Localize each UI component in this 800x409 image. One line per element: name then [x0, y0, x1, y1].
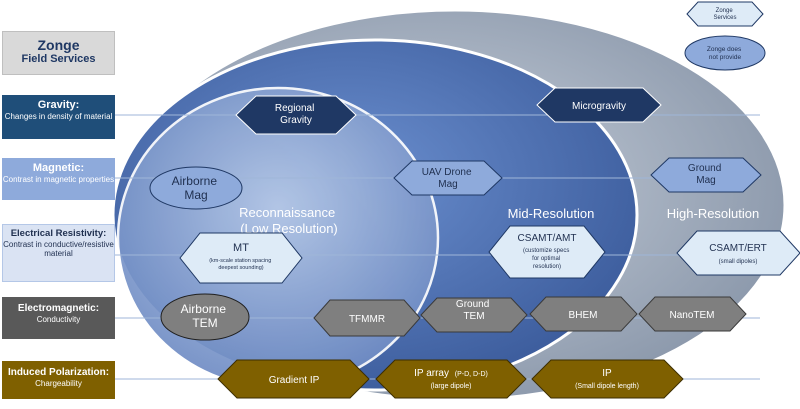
- regional-gravity-hex: [235, 95, 357, 135]
- svg-text:(customize specs for opt: (customize specs for optimal resolution): [523, 248, 571, 270]
- em-row: TFMMR Ground TEM BHEM NanoTEM Airborne T…: [160, 293, 747, 341]
- svg-text:Zonge does not provide: Zonge does not provide: [707, 46, 743, 61]
- em-subtitle: Conductivity: [36, 314, 81, 324]
- bhem-hex: [529, 296, 638, 332]
- gravity-subtitle: Changes in density of material: [4, 111, 113, 121]
- zonge-title-box: Zonge Field Services: [2, 31, 115, 75]
- csamt-ert-note: (small dipoles): [719, 259, 758, 265]
- ip-array-note: (large dipole): [431, 383, 472, 390]
- nanotem-label: NanoTEM: [669, 310, 714, 321]
- gravity-row: Regional Gravity Microgravity: [235, 87, 662, 135]
- region-label-mid: Mid-Resolution: [508, 206, 595, 221]
- gravity-box: Gravity: Changes in density of material: [2, 95, 115, 139]
- nanotem-hex: [638, 296, 747, 332]
- region-label-reconnaissance: Reconnaissance (Low Resolution): [239, 205, 339, 236]
- resistivity-subtitle: Contrast in conductive/resistive materia…: [3, 239, 114, 259]
- zonge-title-line2: Field Services: [21, 53, 96, 66]
- csamt-ert-title: CSAMT/ERT: [709, 243, 767, 254]
- csamt-ert-hex: [676, 230, 800, 276]
- legend-not-provide-ellipse: [684, 35, 766, 71]
- ip-subtitle-left: Chargeability: [35, 378, 82, 388]
- microgravity-label: Microgravity: [572, 101, 626, 112]
- svg-text:Ground TEM: Ground TEM: [456, 299, 492, 322]
- mt-hex: [179, 232, 303, 284]
- legend: Zonge Services Zonge does not provide: [684, 1, 766, 71]
- resistivity-title: Electrical Resistivity:: [10, 228, 107, 239]
- svg-text:IP array (P-D, D-D): IP array (P-D, D-D): [414, 368, 488, 379]
- gradient-ip-label: Gradient IP: [269, 375, 320, 386]
- svg-text:Airborne Mag: Airborne Mag: [172, 174, 221, 202]
- resistivity-row: MT (km-scale station spacing deepest sou…: [179, 225, 800, 284]
- ip-title: IP: [602, 368, 612, 379]
- ground-mag-hex: [650, 157, 762, 193]
- ip-note: (Small dipole length): [575, 383, 639, 390]
- zonge-title-line1: Zonge: [37, 37, 80, 53]
- region-labels: Reconnaissance (Low Resolution) Mid-Reso…: [239, 205, 759, 236]
- csamt-amt-hex: [488, 225, 606, 279]
- csamt-amt-title: CSAMT/AMT: [518, 233, 577, 244]
- magnetic-subtitle: Contrast in magnetic properties: [2, 174, 115, 184]
- svg-text:Regional Gravity: Regional Gravity: [275, 103, 317, 126]
- ip-hex: [531, 359, 684, 399]
- ip-box: Induced Polarization: Chargeability: [2, 361, 115, 399]
- legend-services-hex: [686, 1, 764, 27]
- tfmmr-label: TFMMR: [349, 314, 385, 325]
- gravity-title: Gravity:: [37, 99, 80, 111]
- resistivity-box: Electrical Resistivity: Contrast in cond…: [2, 224, 115, 282]
- magnetic-title: Magnetic:: [32, 162, 85, 174]
- ip-title-left: Induced Polarization:: [7, 367, 110, 378]
- region-label-high: High-Resolution: [667, 206, 760, 221]
- ip-array-hex: [375, 359, 527, 399]
- microgravity-hex: [536, 87, 662, 123]
- airborne-tem-ellipse: [160, 293, 250, 341]
- magnetic-row: Airborne Mag UAV Drone Mag Ground Mag: [149, 157, 762, 210]
- svg-text:(km-scale station spacing: (km-scale station spacing deepest soundi…: [209, 258, 273, 271]
- svg-text:Zonge Services: Zonge Services: [713, 8, 736, 21]
- mt-title: MT: [233, 242, 249, 254]
- em-box: Electromagnetic: Conductivity: [2, 297, 115, 339]
- svg-text:UAV Drone Mag: UAV Drone Mag: [422, 167, 475, 190]
- uav-drone-mag-hex: [393, 160, 503, 196]
- svg-text:Ground Mag: Ground Mag: [688, 163, 724, 186]
- magnetic-box: Magnetic: Contrast in magnetic propertie…: [2, 158, 115, 200]
- ground-tem-hex: [420, 297, 528, 333]
- tfmmr-hex: [313, 299, 421, 337]
- svg-text:Airborne TEM: Airborne TEM: [181, 302, 230, 330]
- bhem-label: BHEM: [569, 310, 598, 321]
- em-title: Electromagnetic:: [17, 303, 100, 314]
- ip-row: Gradient IP IP array (P-D, D-D) (large d…: [217, 359, 684, 399]
- gradient-ip-hex: [217, 359, 370, 399]
- airborne-mag-ellipse: [149, 166, 243, 210]
